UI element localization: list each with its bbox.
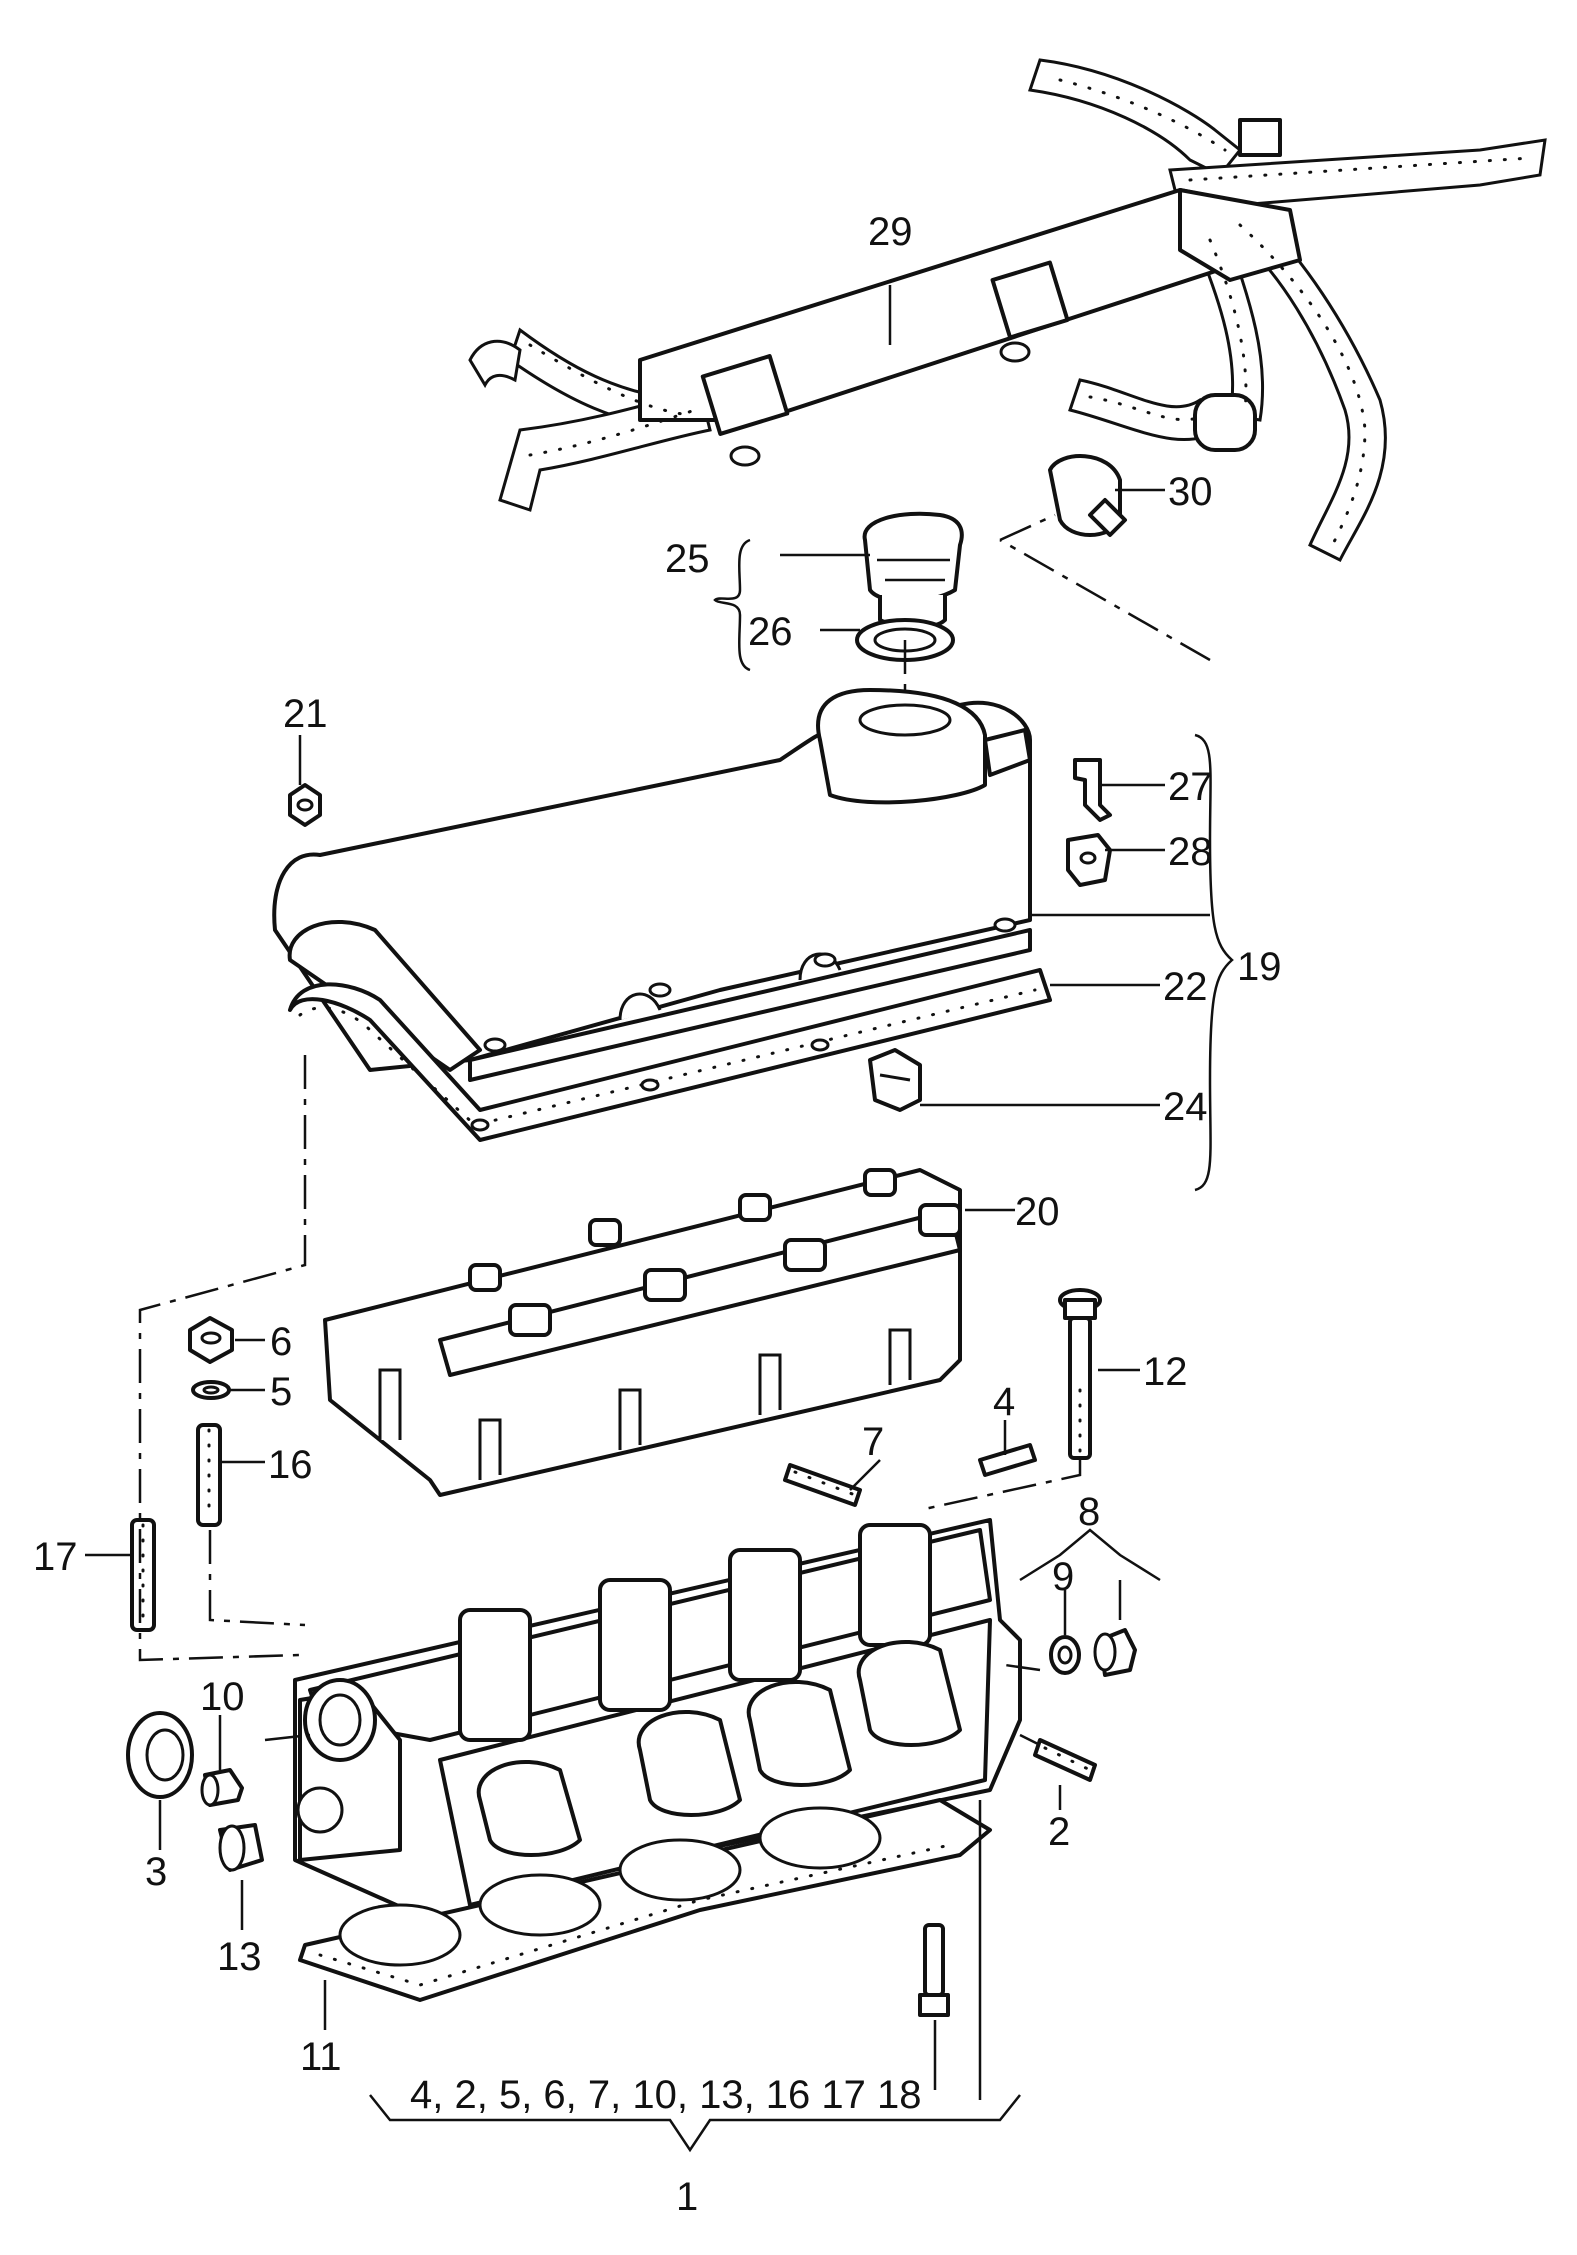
camshaft-frame-part-20 <box>323 1168 962 1497</box>
callout-10: 10 <box>200 1675 245 1719</box>
callout-13: 13 <box>217 1935 262 1979</box>
kit-contents-label: 4, 2, 5, 6, 7, 10, 13, 16 17 18 <box>410 2073 922 2117</box>
stud-part-17 <box>130 1518 156 1632</box>
stud-part-7 <box>783 1463 862 1507</box>
cylinder-head-cover-part-19 <box>272 688 1032 1082</box>
callout-3: 3 <box>145 1850 167 1894</box>
callout-21: 21 <box>283 692 328 736</box>
callout-29: 29 <box>868 210 913 254</box>
callout-30: 30 <box>1168 470 1213 514</box>
brace-1 <box>369 2094 1021 2153</box>
callout-26: 26 <box>748 610 793 654</box>
callout-11: 11 <box>300 2035 342 2079</box>
dashed-reference-lines <box>138 513 1211 1747</box>
washer-part-5 <box>191 1380 231 1400</box>
nut-part-21 <box>288 783 322 827</box>
sleeve-part-13 <box>218 1823 264 1872</box>
bolt-part-12 <box>1058 1288 1102 1460</box>
nut-part-6 <box>188 1316 234 1364</box>
callout-7: 7 <box>862 1420 884 1464</box>
callout-16: 16 <box>268 1443 313 1487</box>
bracket-part-28 <box>1066 833 1112 887</box>
callout-17: 17 <box>33 1535 78 1579</box>
callout-20: 20 <box>1015 1190 1060 1234</box>
callout-6: 6 <box>270 1320 292 1364</box>
oil-filler-cap-part-25 <box>862 511 964 630</box>
retaining-clip-part-24 <box>868 1048 922 1112</box>
callout-1: 1 <box>676 2175 698 2219</box>
stud-part-2 <box>1033 1738 1097 1782</box>
dowel-pin-part-4 <box>978 1443 1037 1477</box>
callout-12: 12 <box>1143 1350 1188 1394</box>
hose-assembly-part-29 <box>468 58 1547 563</box>
leader-lines <box>85 285 1210 2100</box>
callout-8: 8 <box>1078 1490 1100 1534</box>
callout-25: 25 <box>665 537 710 581</box>
callout-9: 9 <box>1052 1555 1074 1599</box>
oil-seal-part-3 <box>126 1711 194 1799</box>
cover-gasket-part-22 <box>288 968 1052 1142</box>
callout-27: 27 <box>1168 765 1213 809</box>
plug-part-10 <box>200 1768 244 1807</box>
hose-clamp-part-30 <box>1048 454 1127 537</box>
callout-22: 22 <box>1163 965 1208 1009</box>
callout-24: 24 <box>1163 1085 1208 1129</box>
callout-4: 4 <box>993 1380 1015 1424</box>
seal-part-9 <box>1049 1635 1081 1675</box>
callout-19: 19 <box>1237 945 1282 989</box>
plug-part-8 <box>1093 1628 1137 1677</box>
callout-5: 5 <box>270 1370 292 1414</box>
bracket-part-27 <box>1073 758 1112 822</box>
callout-labels: 29 30 25 26 21 27 28 19 22 24 20 6 5 16 … <box>33 210 1282 2219</box>
brace-19 <box>1194 733 1234 1192</box>
stud-part-16 <box>196 1423 222 1527</box>
head-gasket-part-11 <box>298 1798 992 2002</box>
callout-28: 28 <box>1168 830 1213 874</box>
brace-25-26 <box>713 538 751 672</box>
callout-2: 2 <box>1048 1810 1070 1854</box>
stud-part-18 <box>918 1923 950 2017</box>
